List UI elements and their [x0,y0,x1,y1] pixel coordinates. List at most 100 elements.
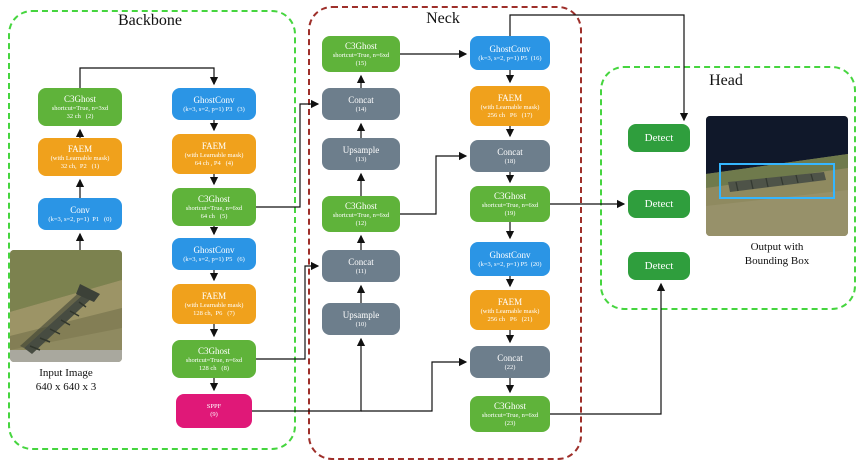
block-label: Concat [348,94,374,105]
block-param: (k=3, s=2, p=1) P5 (16) [478,54,542,62]
block-label: GhostConv [193,244,235,255]
block-param: 64 ch (5) [200,212,228,220]
block-param: 256 ch P6 (21) [487,315,533,323]
block-label: GhostConv [193,94,235,105]
block-param: shortcut=True, n=6xd [332,51,390,59]
block-param: (k=3, s=2, p=1) P5 (20) [478,260,542,268]
block-param: shortcut=True, n=6xd [332,211,390,219]
block-param: shortcut=True, n=6xd [185,356,243,364]
block-label: Detect [644,197,674,210]
block-conv-0: Conv (k=3, s=2, p=1) P1 (0) [38,198,122,230]
block-param: shortcut=True, n=6xd [481,411,539,419]
arrow-c3ghost12-to-concat18 [400,151,468,215]
block-label: FAEM [201,290,227,301]
block-label: C3Ghost [493,400,526,411]
block-ghostconv-6: GhostConv (k=3, s=2, p=1) P5 (6) [172,238,256,270]
block-faem-17: FAEM (with Learnable mask) 256 ch P6 (17… [470,86,550,126]
block-param: (with Learnable mask) [184,301,244,309]
block-param: (11) [355,267,367,275]
block-param: (with Learnable mask) [50,154,110,162]
arrow-c3ghost8-to-concat11 [256,261,320,360]
block-c3ghost-2: C3Ghost shortcut=True, n=3xd 32 ch (2) [38,88,122,126]
block-param: (with Learnable mask) [480,103,540,111]
input-image-caption: Input Image 640 x 640 x 3 [10,366,122,394]
block-param: 128 ch (8) [199,364,229,372]
block-label: Upsample [342,144,380,155]
block-param: (with Learnable mask) [184,151,244,159]
caption-line: 640 x 640 x 3 [35,381,97,393]
block-sppf-9: SPPF (9) [176,394,252,428]
block-param: (13) [355,155,367,163]
block-label: Conv [70,204,90,215]
backbone-group-box [8,10,296,450]
block-ghostconv-3: GhostConv (k=3, s=2, p=1) P3 (3) [172,88,256,120]
block-faem-4: FAEM (with Learnable mask) 64 ch , P4 (4… [172,134,256,174]
block-c3ghost-23: C3Ghost shortcut=True, n=6xd (23) [470,396,550,432]
block-param: (with Learnable mask) [480,307,540,315]
block-detect-1: Detect [628,124,690,152]
head-title: Head [709,72,743,89]
block-param: (19) [504,209,516,217]
block-label: Detect [644,259,674,272]
caption-line: Input Image [39,367,93,379]
block-param: shortcut=True, n=3xd [51,104,109,112]
head-group-box [600,66,856,310]
block-upsample-10: Upsample (10) [322,303,400,335]
block-label: Concat [497,146,523,157]
block-concat-18: Concat (18) [470,140,550,172]
block-param: (23) [504,419,516,427]
block-param: shortcut=True, n=6xd [481,201,539,209]
block-faem-7: FAEM (with Learnable mask) 128 ch, P6 (7… [172,284,256,324]
block-label: C3Ghost [63,93,96,104]
backbone-title: Backbone [118,12,182,29]
block-label: Upsample [342,309,380,320]
block-param: 128 ch, P6 (7) [193,309,235,317]
block-label: C3Ghost [344,40,377,51]
block-detect-2: Detect [628,190,690,218]
block-c3ghost-19: C3Ghost shortcut=True, n=6xd (19) [470,186,550,222]
block-concat-22: Concat (22) [470,346,550,378]
block-c3ghost-15: C3Ghost shortcut=True, n=6xd (15) [322,36,400,72]
block-param: (k=3, s=2, p=1) P3 (3) [183,105,245,113]
block-param: 256 ch P6 (17) [487,111,533,119]
block-param: 32 ch, P2 (1) [60,162,100,170]
arrow-ghostconv16-to-detect1 [509,14,689,122]
block-param: (10) [355,320,367,328]
arrow-c3ghost5-to-concat14 [256,99,320,208]
caption-line: Bounding Box [744,255,810,267]
block-ghostconv-20: GhostConv (k=3, s=2, p=1) P5 (20) [470,242,550,276]
block-label: SPPF [206,403,222,410]
caption-line: Output with [750,241,804,253]
output-image [706,116,848,236]
block-concat-14: Concat (14) [322,88,400,120]
block-param: (k=3, s=2, p=1) P5 (6) [183,255,245,263]
input-image [10,250,122,362]
output-image-caption: Output with Bounding Box [706,240,848,268]
block-param: (14) [355,105,367,113]
input-image-art [10,250,122,362]
block-c3ghost-12: C3Ghost shortcut=True, n=6xd (12) [322,196,400,232]
neck-title: Neck [426,10,460,27]
block-detect-3: Detect [628,252,690,280]
block-param: 32 ch (2) [66,112,94,120]
block-label: GhostConv [489,43,531,54]
block-label: FAEM [497,296,523,307]
arrow-sppf9-to-concat22 [361,357,468,412]
block-param: 64 ch , P4 (4) [194,159,234,167]
block-param: (12) [355,219,367,227]
block-param: (15) [355,59,367,67]
arrow-sppf9-to-upsample10 [252,337,366,412]
block-ghostconv-16: GhostConv (k=3, s=2, p=1) P5 (16) [470,36,550,70]
block-label: C3Ghost [197,345,230,356]
block-faem-21: FAEM (with Learnable mask) 256 ch P6 (21… [470,290,550,330]
block-c3ghost-5: C3Ghost shortcut=True, n=6xd 64 ch (5) [172,188,256,226]
block-upsample-13: Upsample (13) [322,138,400,170]
block-label: FAEM [201,140,227,151]
block-param: shortcut=True, n=6xd [185,204,243,212]
block-label: Detect [644,131,674,144]
arrow-c3ghost23-to-detect3 [550,282,666,415]
block-label: C3Ghost [493,190,526,201]
bounding-box [719,163,835,199]
arrow-c3ghost2-to-ghostconv3 [79,67,219,88]
